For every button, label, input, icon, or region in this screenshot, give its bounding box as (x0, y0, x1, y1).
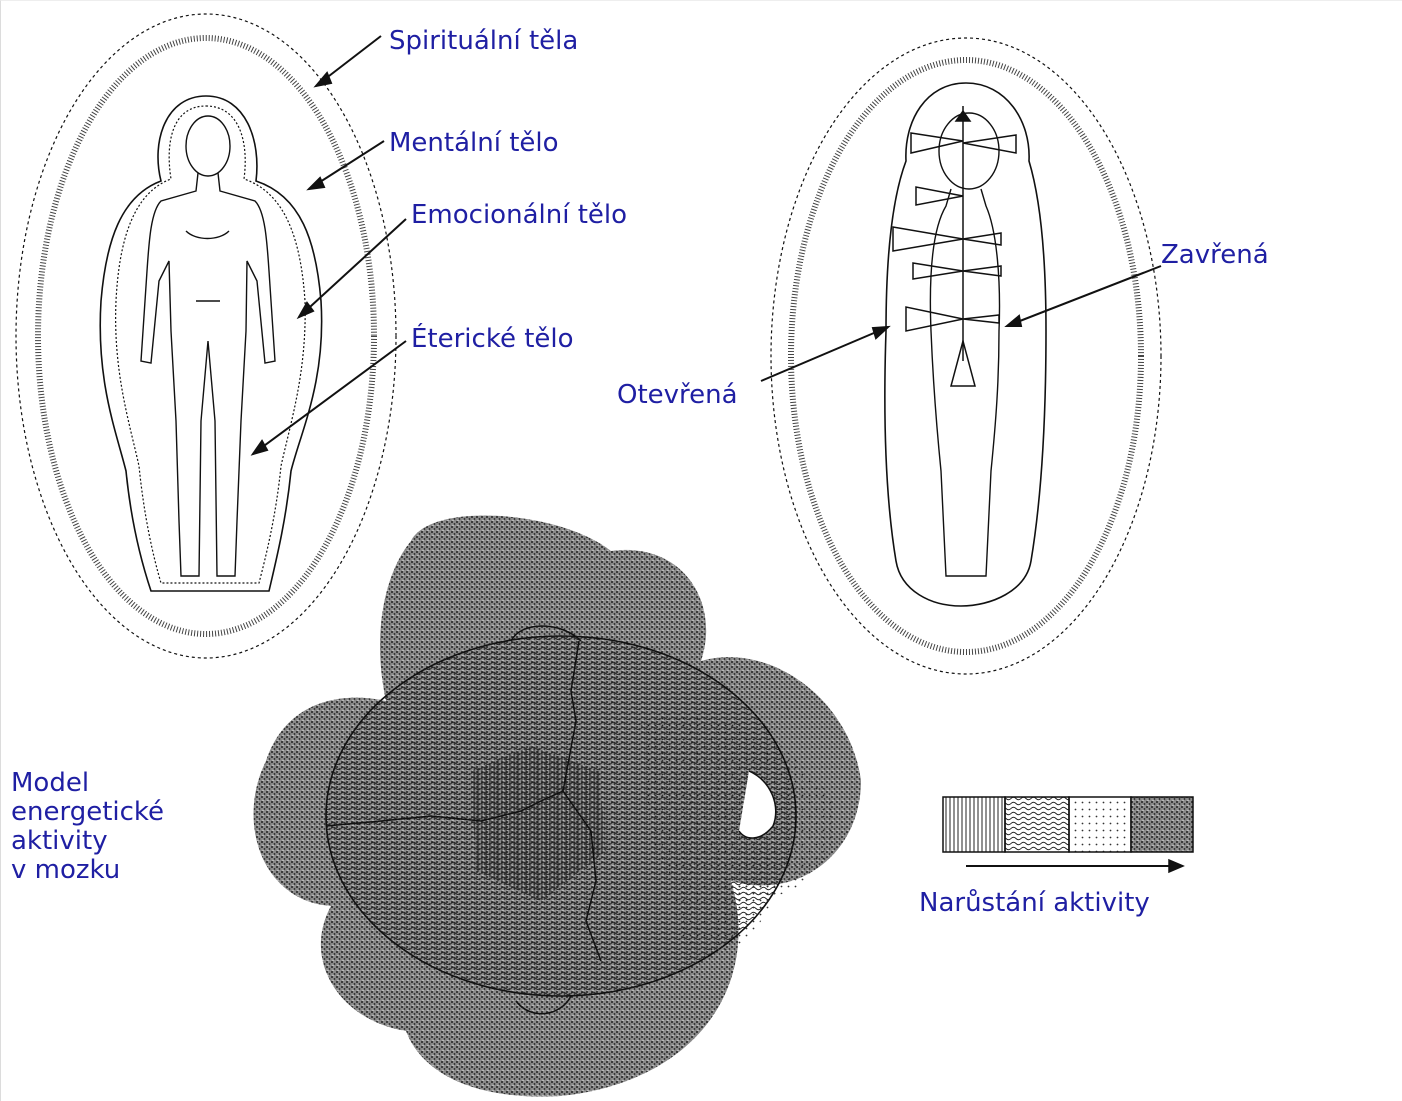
open-pointer (761, 327, 888, 381)
etheric-pointer (253, 341, 406, 454)
brain-caption-line: energetické (11, 798, 164, 827)
chakra-body-outline (885, 83, 1046, 606)
brain-caption-line: Model (11, 769, 164, 798)
emotional-pointer (299, 219, 406, 317)
label-emotional-body: Emocionální tělo (411, 199, 627, 231)
chakra-pointer-lines (761, 266, 1161, 381)
legend-caption: Narůstání aktivity (919, 887, 1150, 919)
legend-swatch-vertical-lines (943, 797, 1005, 852)
human-body-front (141, 116, 275, 576)
activity-legend (943, 797, 1193, 872)
legend-swatch-dense-stipple (1131, 797, 1193, 852)
label-open-chakra: Otevřená (617, 379, 738, 411)
legend-swatch-dots (1069, 797, 1131, 852)
human-body-side (930, 113, 999, 576)
chakra-aura-band (791, 60, 1141, 652)
mental-aura-band (38, 38, 374, 634)
aura-figure (16, 14, 396, 658)
etheric-body-outline (116, 106, 306, 583)
label-closed-chakra: Zavřená (1161, 239, 1269, 271)
brain-model-caption: Model energetické aktivity v mozku (11, 769, 164, 885)
legend-swatch-waves (1005, 797, 1069, 852)
spiritual-aura-outline (16, 14, 396, 658)
label-mental-body: Mentální tělo (389, 127, 559, 159)
label-spiritual-bodies: Spirituální těla (389, 25, 578, 57)
brain-activity-model (254, 516, 861, 1097)
aura-pointer-lines (253, 36, 406, 454)
brain-caption-line: aktivity (11, 827, 164, 856)
emotional-body-outline (100, 96, 321, 591)
chakra-aura-outline (771, 38, 1161, 674)
chakra-figure (771, 38, 1161, 674)
brain-caption-line: v mozku (11, 856, 164, 885)
chakra-funnels (893, 111, 1016, 386)
label-etheric-body: Éterické tělo (411, 323, 574, 355)
